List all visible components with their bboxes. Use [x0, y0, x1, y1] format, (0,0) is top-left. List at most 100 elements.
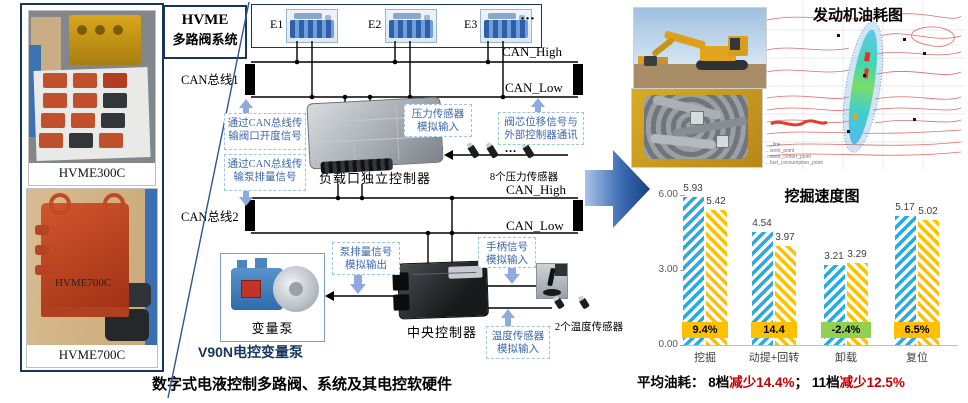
valve-sections — [290, 20, 334, 38]
valve-body — [103, 73, 127, 88]
bottom-caption: 数字式电液控制多路阀、系统及其电控软硬件 — [152, 376, 453, 393]
dig-speed-chart-title: 挖掘速度图 — [784, 188, 860, 205]
note-spool-displacement-comm: 阀芯位移信号与 外部控制器通讯 — [498, 112, 584, 145]
valve-body — [99, 133, 123, 148]
bar-value-label: 5.93 — [683, 182, 703, 194]
hvme300c-photo: HVME300C — [28, 10, 156, 186]
valve-port — [95, 25, 105, 35]
red-cluster — [770, 119, 828, 127]
hand-shadow — [555, 264, 567, 276]
note-pump-analog-output: 泵排量信号 模拟输出 — [332, 242, 400, 275]
excavator-body — [700, 46, 736, 61]
temp-sensors-label: 2个温度传感器 — [554, 322, 624, 333]
photo-caption: HVME700C — [27, 347, 157, 367]
can1-high-label: CAN_High — [502, 44, 562, 59]
fuel-map-legend: …_line …work_point …work_center_point …f… — [765, 142, 823, 166]
panel-line — [317, 135, 434, 144]
connector-block — [393, 294, 410, 311]
category-label: 动提+回转 — [748, 352, 800, 364]
bus-terminator — [245, 200, 255, 231]
fuel-map-title: 发动机油耗图 — [813, 7, 904, 24]
panel-line — [351, 106, 356, 163]
note-line: 手柄信号 — [486, 242, 528, 253]
summary-drop1: 减少14.4% — [729, 375, 795, 390]
note-line: 模拟输入 — [497, 344, 539, 355]
summary-gear2: 11档 — [811, 375, 840, 390]
can-bus2-label: CAN总线2 — [181, 210, 239, 224]
note-line: 阀芯位移信号与 — [504, 117, 578, 128]
valve-port — [77, 25, 87, 35]
delta-chip: 9.4% — [682, 322, 728, 338]
delta-chip: 14.4 — [751, 322, 797, 338]
valve-port — [113, 25, 123, 35]
legend-item: …fuel_consumption_point — [765, 160, 823, 166]
pump-red-plate — [241, 280, 261, 298]
pump-title: V90N电控变量泵 — [198, 344, 304, 360]
category-label: 挖掘 — [694, 352, 716, 364]
photo-caption: HVME300C — [29, 165, 155, 185]
valve-top — [294, 13, 322, 19]
y-tick-mark — [680, 345, 685, 346]
note-line: 温度传感器 — [491, 331, 545, 342]
bar-value-label: 4.54 — [752, 217, 772, 229]
valve-group-box: E1 E2 E3 ··· — [251, 4, 542, 48]
valve-e2-label: E2 — [368, 17, 382, 31]
arrowhead — [444, 150, 453, 160]
note-line: 模拟输入 — [417, 122, 459, 133]
distant-machine — [656, 57, 668, 64]
pump-fitting — [237, 260, 247, 268]
delta-chip: 6.5% — [894, 322, 940, 338]
valve-body — [103, 93, 127, 108]
valve-e1-label: E1 — [270, 17, 284, 31]
legend-item: …work_center_point — [765, 154, 811, 160]
valve-photos-panel: HVME300C HVME700C HVME700C — [20, 3, 164, 372]
central-controller-label: 中央控制器 — [406, 325, 477, 340]
can-bus1-label: CAN总线1 — [181, 73, 239, 87]
note-line: 输泵排量信号 — [233, 172, 297, 183]
fitting — [690, 111, 704, 125]
valve-body — [43, 73, 67, 88]
hvme700c-photo: HVME700C HVME700C — [26, 188, 158, 368]
fuel-contours — [766, 13, 962, 157]
red-valve-block — [41, 203, 129, 315]
valve-body — [101, 113, 125, 128]
category-label: 复位 — [906, 352, 928, 364]
note-line: 模拟输入 — [486, 255, 528, 266]
bar-value-label: 3.97 — [775, 231, 795, 243]
system-title-line2: 多路阀系统 — [172, 32, 238, 47]
arrowhead — [325, 291, 334, 301]
legend-item: …work_point — [765, 148, 795, 154]
dark-parts — [125, 283, 151, 307]
valve-port — [35, 245, 49, 255]
fuel-map: 发动机油耗图 — [763, 2, 965, 170]
y-tick-label: 0.00 — [658, 339, 678, 350]
valve-ellipsis: ··· — [520, 11, 536, 27]
note-line: 泵排量信号 — [339, 247, 393, 258]
operating-point-cloud — [842, 21, 884, 153]
valve-body — [69, 133, 93, 148]
work-point-markers — [837, 34, 926, 133]
temp-sensor-row — [552, 295, 604, 318]
y-tick-mark — [680, 195, 685, 196]
pump-caption: 变量泵 — [251, 321, 294, 336]
bar-blue-hatched — [895, 215, 916, 345]
valve-body — [73, 93, 97, 108]
valve-e1-thumbnail — [286, 9, 338, 43]
bar-value-label: 3.21 — [824, 250, 844, 262]
bar-yellow-hatched — [775, 245, 796, 345]
summary-drop2: 减少12.5% — [839, 375, 905, 390]
bar-value-label: 3.29 — [847, 248, 867, 260]
bucket — [644, 56, 657, 66]
pressure-sensor-row: ··· — [466, 142, 574, 170]
valve-body — [43, 93, 67, 108]
note-temp-analog-input: 温度传感器 模拟输入 — [486, 326, 550, 359]
cab-window — [730, 38, 740, 50]
bar-yellow-hatched — [918, 219, 939, 345]
photo-watermark: HVME700C — [55, 277, 112, 289]
can1-low-label: CAN_Low — [505, 80, 563, 95]
note-valve-opening-signal: 通过CAN总线传 输阀口开度信号 — [224, 113, 306, 150]
yellow-valve-block — [69, 15, 141, 65]
note-line: 输阀口开度信号 — [228, 131, 302, 142]
valve-port — [35, 265, 49, 275]
